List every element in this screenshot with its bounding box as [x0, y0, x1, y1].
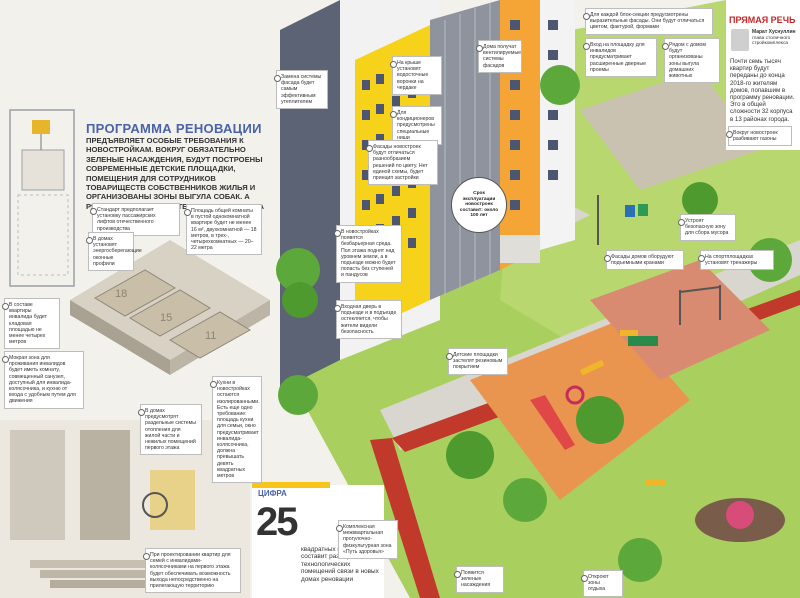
table-tennis	[628, 336, 658, 346]
room-label-2: 15	[160, 312, 173, 324]
author-position: глава столичного стройкомплекса	[752, 35, 791, 47]
elevator-illustration	[9, 109, 75, 287]
callout-facade-cranes: Фасады домов оборудуют подъемными кранам…	[604, 250, 684, 271]
avatar	[731, 29, 749, 51]
callout-heating: В домах предусмотрят раздельные системы …	[138, 404, 202, 456]
building-right-section	[540, 0, 575, 250]
quote-heading: ПРЯМАЯ РЕЧЬ	[729, 15, 796, 25]
callout-garbage-zone: Устроят безопасную зону для сбора мусора	[678, 214, 736, 241]
callout-block-facades: Для каждой блок-секции предусмотрены выр…	[583, 8, 713, 35]
benches	[580, 330, 665, 485]
callout-playground-cover: Детские площадки застелят резиновым покр…	[446, 348, 508, 375]
lifetime-badge: Срок эксплуатации новостроек составит: о…	[451, 177, 507, 233]
callout-elevators: Стандарт предполагает установку пассажир…	[90, 203, 180, 236]
room-label-1: 18	[115, 288, 128, 300]
climbing-frame	[565, 385, 585, 405]
callout-lawns: Вокруг новостроек разбивают газоны	[726, 126, 792, 147]
figure-heading: ЦИФРА	[258, 489, 287, 498]
quote-sidebar	[726, 0, 800, 150]
lead-text: Предъявляет особые требования к новостро…	[86, 136, 264, 211]
room-label-3: 11	[205, 330, 217, 342]
callout-rest-zones: Откроют зоны отдыха	[581, 570, 623, 597]
waste-bin-2	[638, 204, 648, 216]
callout-kitchen: Кухни в новостройках остаются изолирован…	[210, 376, 262, 484]
figure-text: квадратных метров составит размер технол…	[301, 546, 379, 583]
waste-bin	[625, 205, 635, 217]
callout-wheelchair-exit: При проектировании квартир для семей с и…	[143, 548, 241, 594]
callout-greenery: Появится зеленые насаждения	[454, 566, 504, 593]
figure-number: 25	[256, 500, 298, 544]
lifetime-badge-text: Срок эксплуатации новостроек составит: о…	[459, 191, 499, 219]
callout-insulation: Замена системы фасада будет самым эффект…	[274, 70, 328, 110]
entrance-illustration	[0, 420, 250, 598]
running-track	[370, 438, 440, 598]
callout-trainers: На спортплощадках установят тренажеры	[698, 250, 774, 271]
callout-ventilated-facade: Дома получат вентилируемые системы фасад…	[476, 40, 522, 73]
quote-text: Почти семь тысяч квартир будут переданы …	[730, 58, 795, 123]
exercise-bars	[679, 285, 721, 325]
callout-windows: В домах установят энергосберегающие окон…	[86, 232, 142, 272]
callout-wet-zone: Мокрая зона для проживания инвалидов буд…	[2, 351, 84, 409]
entrance	[500, 235, 540, 263]
callout-wide-doors: Вход на площадку для инвалидов предусмат…	[583, 38, 657, 78]
callout-facade-colors: Фасады новостроек будут отличаться разно…	[366, 140, 438, 186]
slide	[530, 395, 575, 450]
quote-author: Марат Хуснуллин глава столичного стройко…	[752, 29, 798, 47]
flowers	[726, 501, 754, 529]
callout-barrier-free: В новостройках появятся безбарьерная сре…	[334, 225, 402, 283]
building-side	[280, 0, 340, 390]
trees	[276, 65, 792, 582]
dog-area	[580, 70, 760, 190]
callout-ac-niches: Для кондиционеров предусмотрены специаль…	[390, 106, 442, 146]
figure-accent-bar	[252, 482, 330, 488]
callout-glass-door: Входная дверь в подъезде и в подъезде ос…	[334, 300, 402, 340]
page-title: ПРОГРАММА РЕНОВАЦИИ	[86, 121, 262, 136]
callout-roof: На крыше установят водосточные воронки н…	[390, 56, 442, 96]
author-name: Марат Хуснуллин	[752, 29, 796, 35]
callout-storage: В составе квартиры инвалида будет кладов…	[2, 298, 60, 350]
callout-health-path: Комплексная межквартальная прогулочно-фи…	[336, 520, 398, 560]
callout-room-area: Площадь общей комнаты в пустой однокомна…	[184, 204, 262, 256]
callout-dog-zone: Рядом с домом будут организованы зоны вы…	[662, 38, 720, 84]
